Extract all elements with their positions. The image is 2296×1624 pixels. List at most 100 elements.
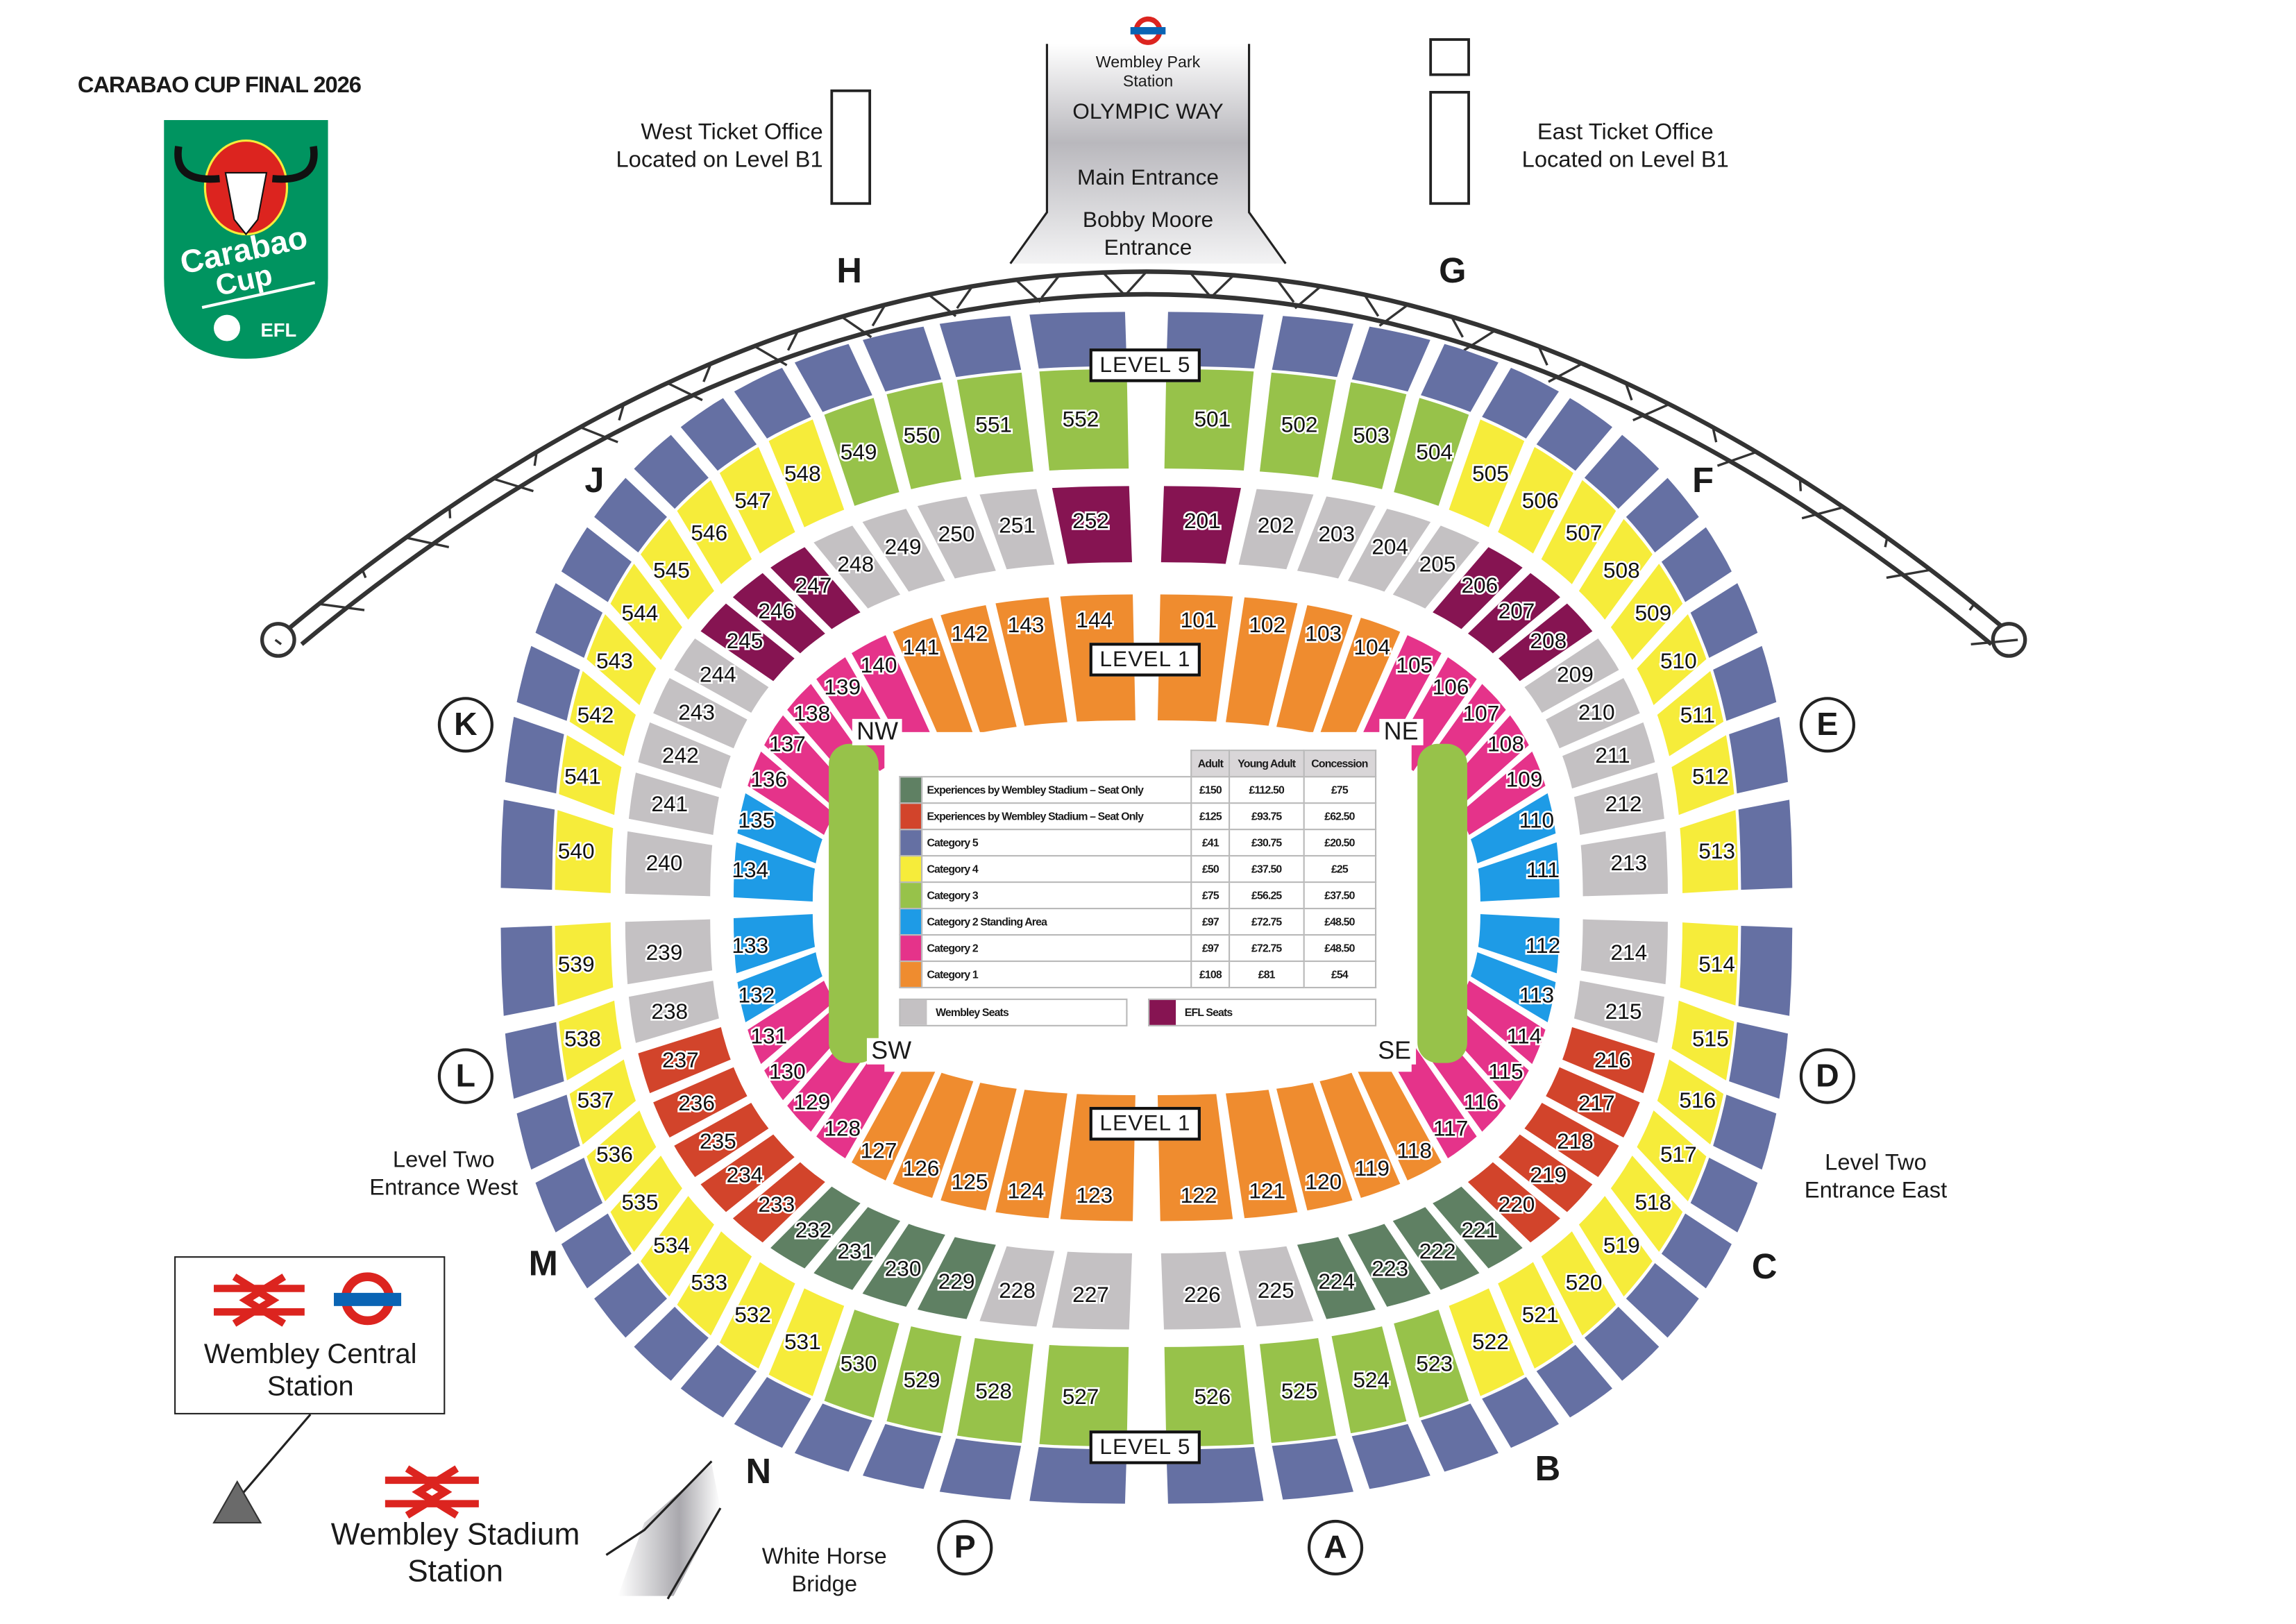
section-block[interactable]: [770, 547, 861, 629]
section-block[interactable]: [1347, 1224, 1431, 1307]
section-inner-block[interactable]: [1259, 372, 1336, 477]
section-block[interactable]: [1478, 914, 1560, 974]
section-240[interactable]: 240: [625, 831, 713, 897]
section-inner-block[interactable]: [886, 1326, 962, 1434]
section-548[interactable]: 548: [734, 367, 845, 527]
section-outer-block[interactable]: [863, 1423, 942, 1489]
section-outer-block[interactable]: [734, 1377, 811, 1448]
section-131[interactable]: 131: [748, 981, 835, 1065]
section-inner-block[interactable]: [768, 419, 845, 527]
section-120[interactable]: 120: [1276, 1083, 1353, 1211]
section-inner-block[interactable]: [555, 922, 614, 1006]
section-inner-block[interactable]: [956, 372, 1033, 477]
section-outer-block[interactable]: [1729, 1022, 1788, 1099]
section-inner-block[interactable]: [1637, 1110, 1707, 1202]
section-inner-block[interactable]: [555, 810, 614, 893]
section-block[interactable]: [638, 1026, 731, 1094]
section-527[interactable]: 527: [1029, 1344, 1129, 1504]
section-outer-block[interactable]: [594, 1263, 667, 1338]
section-inner-block[interactable]: [1259, 1338, 1336, 1444]
section-inner-block[interactable]: [640, 1196, 714, 1297]
section-215[interactable]: 215: [1573, 981, 1664, 1043]
section-block[interactable]: [1160, 1251, 1241, 1330]
section-547[interactable]: 547: [680, 398, 795, 554]
section-inner-block[interactable]: [586, 1110, 657, 1202]
section-block[interactable]: [1297, 496, 1376, 579]
section-outer-block[interactable]: [1272, 316, 1353, 378]
section-inner-block[interactable]: [1637, 614, 1707, 706]
section-127[interactable]: 127: [852, 1060, 936, 1181]
section-block[interactable]: [1226, 1090, 1298, 1219]
section-block[interactable]: [1226, 597, 1298, 726]
section-506[interactable]: 506: [1498, 398, 1612, 554]
section-522[interactable]: 522: [1449, 1288, 1559, 1448]
section-241[interactable]: 241: [628, 772, 719, 835]
section-524[interactable]: 524: [1331, 1326, 1430, 1489]
section-133[interactable]: 133: [730, 914, 816, 974]
section-110[interactable]: 110: [1470, 793, 1556, 863]
section-block[interactable]: [1319, 618, 1401, 743]
section-inner-block[interactable]: [719, 1262, 795, 1369]
section-outer-block[interactable]: [1351, 326, 1430, 392]
section-outer-block[interactable]: [516, 1094, 580, 1170]
section-inner-block[interactable]: [886, 382, 962, 489]
section-outer-block[interactable]: [561, 527, 632, 602]
section-block[interactable]: [1458, 981, 1546, 1065]
section-544[interactable]: 544: [561, 527, 682, 660]
section-block[interactable]: [700, 603, 795, 682]
section-104[interactable]: 104: [1319, 618, 1401, 743]
section-234[interactable]: 234: [700, 1134, 795, 1212]
section-inner-block[interactable]: [1449, 419, 1525, 527]
section-518[interactable]: 518: [1610, 1156, 1732, 1289]
section-inner-block[interactable]: [569, 1059, 636, 1145]
section-502[interactable]: 502: [1259, 316, 1353, 477]
section-block[interactable]: [1160, 486, 1241, 564]
section-228[interactable]: 228: [979, 1246, 1055, 1327]
section-block[interactable]: [1580, 919, 1668, 985]
section-block[interactable]: [979, 1246, 1055, 1327]
section-224[interactable]: 224: [1297, 1237, 1376, 1319]
section-207[interactable]: 207: [1467, 573, 1560, 654]
section-119[interactable]: 119: [1319, 1072, 1401, 1198]
section-inner-block[interactable]: [824, 1310, 900, 1418]
section-outer-block[interactable]: [535, 1158, 603, 1233]
section-inner-block[interactable]: [1449, 1288, 1525, 1396]
section-outer-block[interactable]: [1713, 645, 1777, 721]
section-551[interactable]: 551: [939, 316, 1033, 477]
section-236[interactable]: 236: [653, 1067, 748, 1138]
section-block[interactable]: [1524, 638, 1619, 713]
section-block[interactable]: [1052, 1251, 1133, 1330]
section-523[interactable]: 523: [1394, 1310, 1499, 1472]
section-204[interactable]: 204: [1347, 509, 1431, 592]
section-249[interactable]: 249: [862, 509, 945, 592]
section-516[interactable]: 516: [1657, 1059, 1777, 1170]
section-541[interactable]: 541: [505, 716, 622, 815]
section-503[interactable]: 503: [1331, 326, 1430, 489]
section-118[interactable]: 118: [1357, 1060, 1442, 1181]
section-inner-block[interactable]: [559, 1000, 622, 1081]
section-111[interactable]: 111: [1478, 842, 1562, 902]
section-203[interactable]: 203: [1297, 496, 1376, 579]
section-inner-block[interactable]: [1498, 1262, 1573, 1369]
section-outer-block[interactable]: [1536, 398, 1612, 471]
section-block[interactable]: [893, 618, 974, 743]
section-block[interactable]: [862, 509, 945, 592]
section-inner-block[interactable]: [1164, 369, 1254, 471]
section-block[interactable]: [1546, 678, 1640, 749]
section-252[interactable]: 252: [1052, 486, 1133, 564]
section-block[interactable]: [733, 914, 816, 974]
section-outer-block[interactable]: [1584, 434, 1660, 509]
section-outer-block[interactable]: [500, 925, 555, 1016]
section-block[interactable]: [1524, 1103, 1619, 1177]
section-block[interactable]: [940, 604, 1017, 733]
section-outer-block[interactable]: [939, 1438, 1022, 1500]
section-inner-block[interactable]: [586, 614, 657, 706]
section-508[interactable]: 508: [1578, 477, 1699, 620]
section-inner-block[interactable]: [559, 735, 622, 815]
section-143[interactable]: 143: [995, 597, 1067, 726]
section-529[interactable]: 529: [863, 1326, 962, 1489]
section-112[interactable]: 112: [1478, 914, 1562, 974]
section-536[interactable]: 536: [535, 1110, 657, 1233]
section-block[interactable]: [852, 1060, 936, 1181]
section-block[interactable]: [940, 1083, 1017, 1211]
